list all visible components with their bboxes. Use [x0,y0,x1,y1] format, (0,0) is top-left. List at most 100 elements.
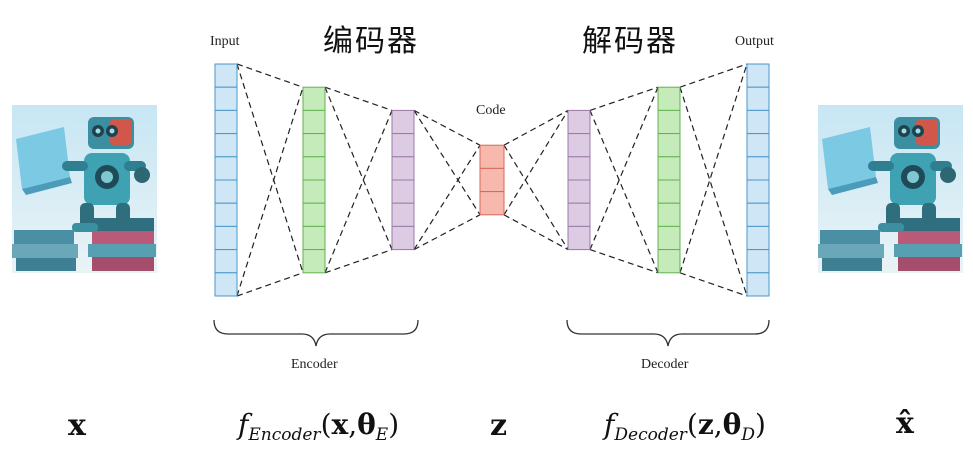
dashed-connection [236,87,304,297]
layer-cell [302,225,326,251]
layer-cell [657,225,681,251]
layer-cell [567,225,591,251]
dashed-connection [324,249,393,274]
layer-cell [214,249,238,274]
dashed-connection [679,272,748,297]
layer-cell [657,109,681,135]
layer-cell [567,179,591,204]
layer-cell [214,86,238,111]
decoder-function: fDecoder(z,θD) [604,408,766,445]
theta-subscript-d: D [741,425,755,445]
layer-cell [391,179,415,204]
layer-code [479,144,505,216]
layers [214,63,770,297]
layer-cell [567,133,591,158]
decoder-cn-title: 解码器 [582,24,678,59]
layer-cell [746,109,770,135]
layer-cell [746,225,770,251]
dashed-connection [503,110,569,216]
dashed-connection [679,87,748,297]
close-paren: ) [388,408,400,441]
layer-cell [302,133,326,158]
layer-cell [657,202,681,227]
dashed-connection [679,63,748,273]
layer-cell [214,133,238,158]
encoder-label: Encoder [291,357,338,372]
layer-cell [214,225,238,251]
layer-cell [657,249,681,274]
comma: , [713,408,723,441]
layer-cell [746,86,770,111]
dashed-connection [236,63,304,273]
dashed-connection [589,86,659,250]
encoder-subscript: Encoder [248,425,321,445]
open-paren: ( [320,408,332,441]
close-paren: ) [754,408,766,441]
input-label: Input [210,34,240,49]
z-symbol: z [490,408,508,443]
layer-dec-hidden-1 [657,86,681,274]
f-symbol: f [604,408,615,441]
layer-cell [479,167,505,193]
dashed-connection [589,249,659,274]
layer-cell [746,272,770,297]
output-label: Output [735,34,774,49]
layer-cell [479,191,505,216]
layer-cell [746,156,770,181]
dashed-connection [413,144,481,250]
input-robot-image [12,105,157,273]
dashed-connection [324,86,393,111]
code-label: Code [476,103,506,118]
x-symbol: x [68,408,86,443]
theta-symbol: θ [357,408,376,441]
dashed-connection [324,110,393,274]
layer-cell [567,202,591,227]
layer-cell [214,109,238,135]
open-paren: ( [686,408,698,441]
layer-cell [391,109,415,135]
layer-dec-hidden-2 [567,109,591,251]
dashed-connection [236,63,304,88]
layer-cell [567,156,591,181]
x-hat-symbol: x̂ [896,406,914,441]
comma: , [348,408,358,441]
dashed-connection [503,144,569,250]
dashed-connections [236,63,748,297]
layer-cell [214,272,238,297]
layer-enc-hidden-1 [302,86,326,274]
layer-cell [302,86,326,111]
layer-cell [657,86,681,111]
layer-cell [391,202,415,227]
dashed-connection [503,109,569,146]
layer-cell [567,109,591,135]
layer-cell [214,202,238,227]
layer-cell [657,156,681,181]
encoder-function: fEncoder(x,θE) [238,408,399,445]
layer-cell [746,133,770,158]
layer-cell [657,179,681,204]
dashed-connection [413,214,481,251]
layer-cell [746,179,770,204]
encoder-brace [213,319,419,347]
dashed-connection [236,272,304,297]
dashed-connection [413,110,481,216]
layer-cell [302,202,326,227]
layer-cell [391,156,415,181]
layer-cell [657,133,681,158]
decoder-brace [566,319,770,347]
dashed-connection [503,214,569,251]
decoder-label: Decoder [641,357,689,372]
dashed-connection [413,109,481,146]
layer-output [746,63,770,297]
encoder-cn-title: 编码器 [323,24,419,59]
layer-input [214,63,238,297]
layer-cell [479,144,505,169]
layer-cell [391,133,415,158]
layer-cell [746,202,770,227]
layer-cell [214,156,238,181]
decoder-subscript: Decoder [614,425,687,445]
theta-subscript-e: E [375,425,389,445]
theta-symbol: θ [722,408,742,441]
